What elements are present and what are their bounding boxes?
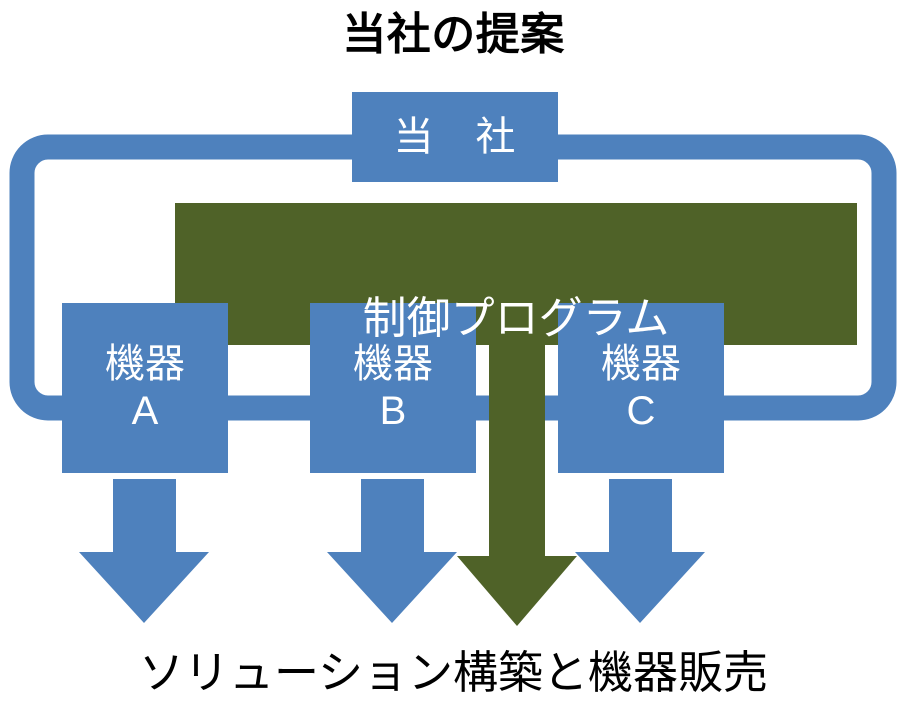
device-box-a[interactable]	[62, 303, 228, 473]
device-box-b[interactable]	[310, 303, 476, 473]
device-box-c[interactable]	[558, 303, 724, 473]
device-a-down-arrow	[79, 479, 209, 623]
company-box[interactable]	[352, 92, 558, 182]
program-down-arrow	[457, 345, 577, 626]
device-b-down-arrow	[327, 479, 457, 623]
device-c-down-arrow	[575, 479, 705, 623]
program-box[interactable]	[175, 203, 857, 345]
